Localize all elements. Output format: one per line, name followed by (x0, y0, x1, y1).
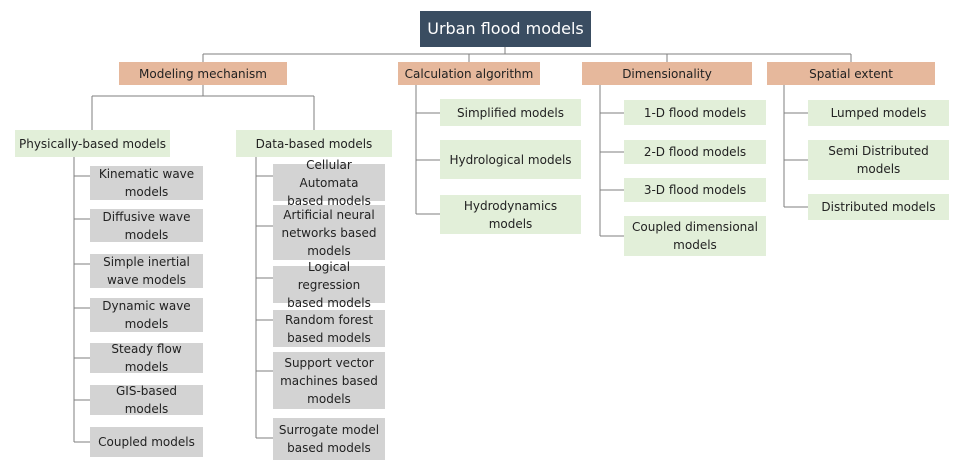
leaf-gis-based: GIS-based models (90, 384, 203, 416)
leaf-steady-flow: Steady flow models (90, 342, 203, 374)
leaf-coupled-dimensional: Coupled dimensional models (624, 216, 766, 256)
leaf-random-forest: Random forest based models (273, 310, 385, 347)
category-calculation-algorithm: Calculation algorithm (398, 62, 540, 85)
category-modeling-mechanism: Modeling mechanism (119, 62, 287, 85)
leaf-logical-regression: Logical regression based models (273, 260, 385, 310)
category-dimensionality: Dimensionality (582, 62, 752, 85)
leaf-kinematic-wave: Kinematic wave models (90, 166, 203, 200)
leaf-1d-flood: 1-D flood models (624, 100, 766, 125)
subcategory-data-based: Data-based models (236, 130, 392, 157)
leaf-dynamic-wave: Dynamic wave models (90, 298, 203, 332)
leaf-lumped: Lumped models (808, 100, 949, 126)
leaf-simple-inertial-wave: Simple inertial wave models (90, 254, 203, 288)
leaf-coupled-models: Coupled models (90, 427, 203, 457)
leaf-3d-flood: 3-D flood models (624, 178, 766, 202)
leaf-simplified-models: Simplified models (440, 99, 581, 126)
leaf-surrogate-model: Surrogate model based models (273, 418, 385, 460)
leaf-semi-distributed: Semi Distributed models (808, 140, 949, 180)
leaf-distributed: Distributed models (808, 194, 949, 220)
leaf-hydrodynamics-models: Hydrodynamics models (440, 195, 581, 234)
leaf-support-vector-machines: Support vector machines based models (273, 352, 385, 409)
leaf-2d-flood: 2-D flood models (624, 140, 766, 164)
root-node: Urban flood models (420, 11, 591, 47)
subcategory-physically-based: Physically-based models (15, 130, 170, 157)
leaf-cellular-automata: Cellular Automata based models (273, 158, 385, 208)
leaf-hydrological-models: Hydrological models (440, 140, 581, 179)
category-spatial-extent: Spatial extent (767, 62, 935, 85)
leaf-artificial-neural-networks: Artificial neural networks based models (273, 205, 385, 260)
leaf-diffusive-wave: Diffusive wave models (90, 209, 203, 242)
